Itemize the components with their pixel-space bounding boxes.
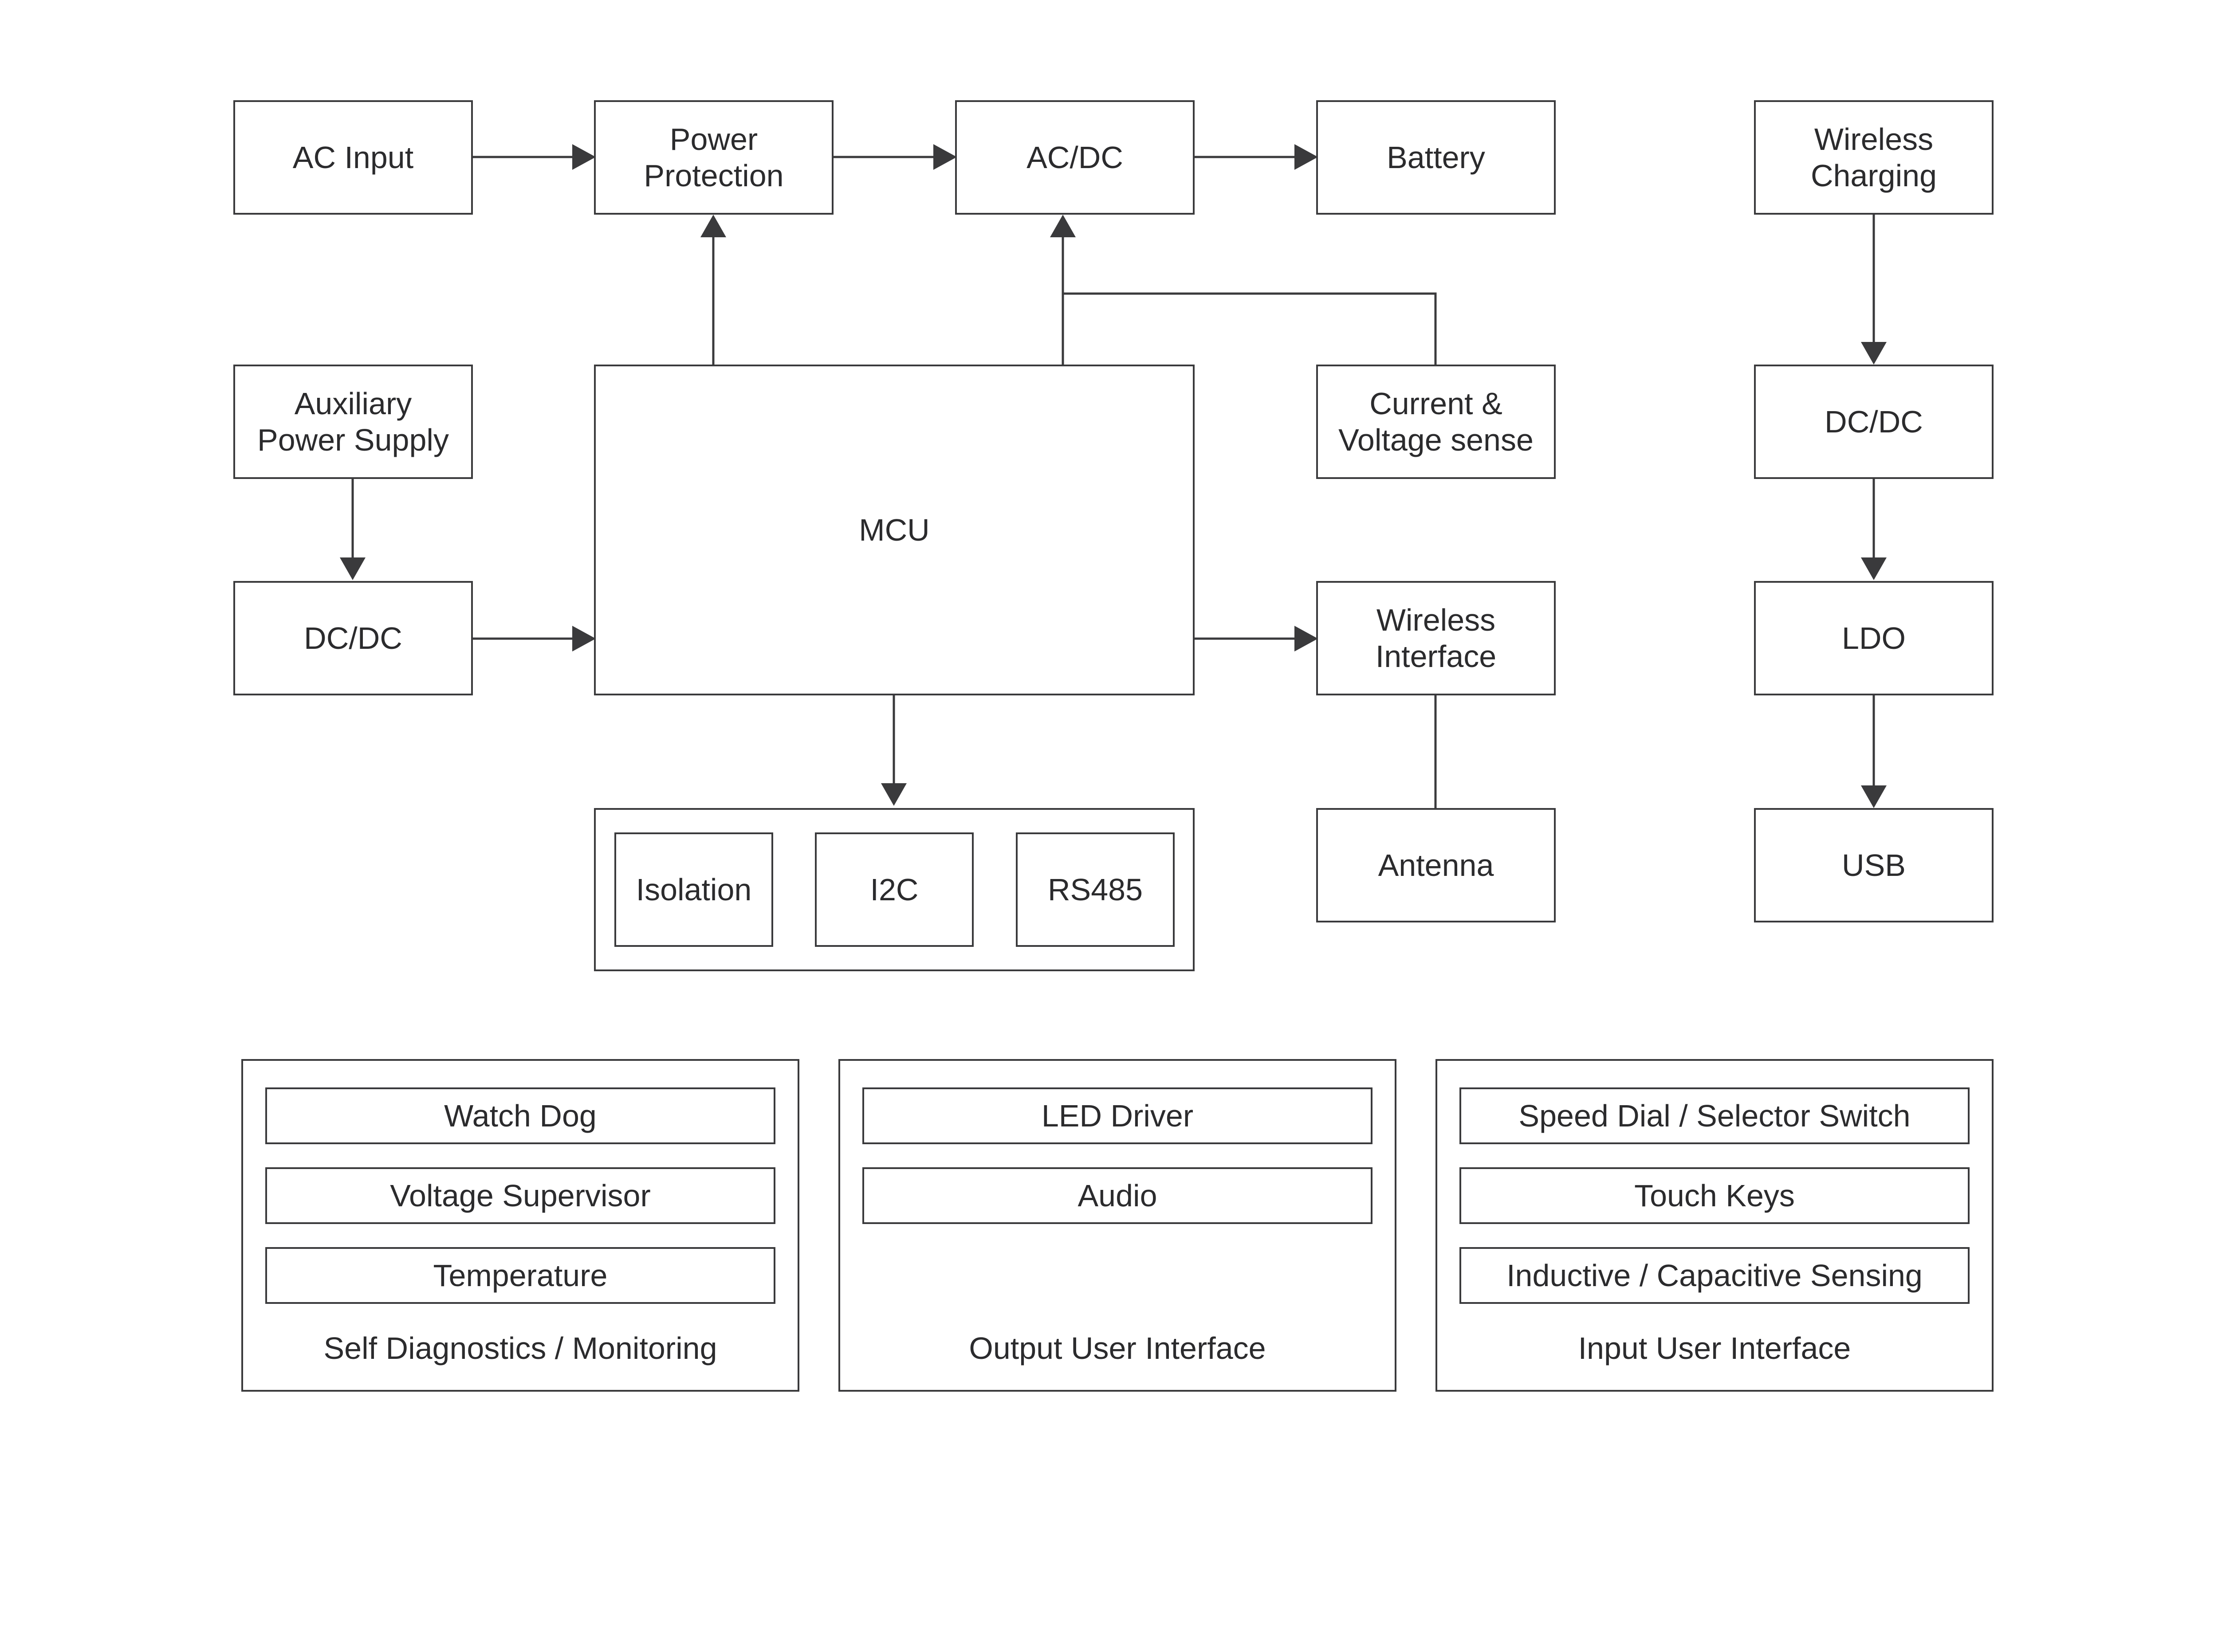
block-wireless-interface: Wireless Interface — [1316, 581, 1556, 695]
block-rs485: RS485 — [1016, 832, 1175, 947]
arrowhead — [881, 783, 907, 806]
item-inductive-capacitive-sensing: Inductive / Capacitive Sensing — [1459, 1247, 1970, 1304]
block-auxiliary-power-supply: Auxiliary Power Supply — [233, 365, 473, 479]
item-speed-dial-selector-switch: Speed Dial / Selector Switch — [1459, 1087, 1970, 1144]
arrowhead — [1294, 626, 1318, 651]
block-ac-input: AC Input — [233, 100, 473, 215]
group-self-diagnostics: Watch Dog Voltage Supervisor Temperature… — [241, 1059, 799, 1392]
arrowhead — [700, 215, 726, 237]
block-antenna: Antenna — [1316, 808, 1556, 922]
arrowhead — [1294, 144, 1318, 170]
arrowhead — [1861, 557, 1887, 580]
block-mcu: MCU — [594, 365, 1195, 695]
block-dc-dc-left: DC/DC — [233, 581, 473, 695]
arrowhead — [340, 557, 366, 580]
arrowhead — [1050, 215, 1076, 237]
group-input-ui: Speed Dial / Selector Switch Touch Keys … — [1435, 1059, 1994, 1392]
block-current-voltage-sense: Current & Voltage sense — [1316, 365, 1556, 479]
line-current-sense-to-ac-dc — [1063, 292, 1437, 365]
arrowhead — [572, 144, 596, 170]
block-dc-dc-right: DC/DC — [1754, 365, 1994, 479]
block-battery: Battery — [1316, 100, 1556, 215]
item-touch-keys: Touch Keys — [1459, 1167, 1970, 1224]
block-wireless-charging: Wireless Charging — [1754, 100, 1994, 215]
arrowhead — [1861, 785, 1887, 808]
arrowhead — [1861, 342, 1887, 365]
item-temperature: Temperature — [265, 1247, 775, 1304]
item-watch-dog: Watch Dog — [265, 1087, 775, 1144]
block-ac-dc: AC/DC — [955, 100, 1195, 215]
item-voltage-supervisor: Voltage Supervisor — [265, 1167, 775, 1224]
arrowhead — [572, 626, 596, 651]
block-ldo: LDO — [1754, 581, 1994, 695]
group-label-self-diagnostics: Self Diagnostics / Monitoring — [323, 1331, 717, 1366]
group-output-ui: LED Driver Audio Output User Interface — [838, 1059, 1396, 1392]
arrowhead — [933, 144, 957, 170]
block-i2c: I2C — [815, 832, 974, 947]
group-label-input-ui: Input User Interface — [1578, 1331, 1851, 1366]
item-led-driver: LED Driver — [862, 1087, 1372, 1144]
block-usb: USB — [1754, 808, 1994, 922]
group-label-output-ui: Output User Interface — [969, 1331, 1266, 1366]
item-audio: Audio — [862, 1167, 1372, 1224]
block-power-protection: Power Protection — [594, 100, 834, 215]
block-isolation: Isolation — [614, 832, 773, 947]
